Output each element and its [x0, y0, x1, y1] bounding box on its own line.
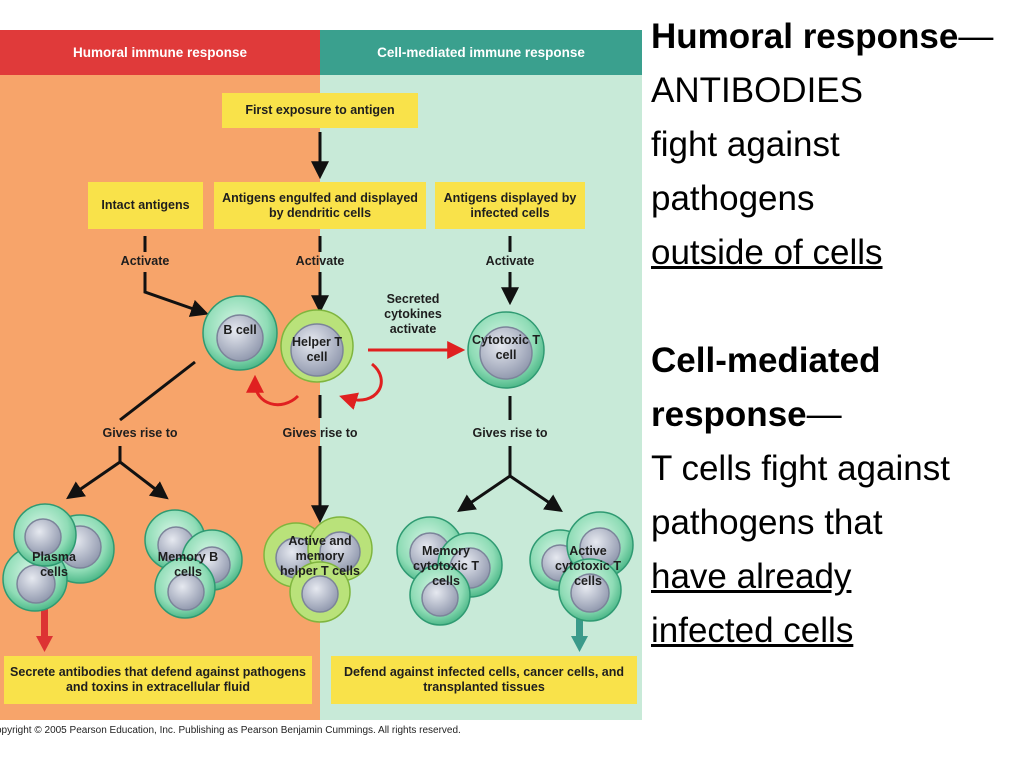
arrow-intact-to-bcell: [143, 272, 209, 317]
cyto-down-arrow-shaft: [576, 608, 583, 636]
box-intact-antigens: Intact antigens: [88, 182, 203, 229]
humoral-line-3: pathogens: [651, 179, 815, 218]
humoral-line-1: ANTIBODIES: [651, 71, 863, 110]
humoral-line-4: outside of cells: [651, 233, 883, 272]
label-gives-rise-1: Gives rise to: [102, 426, 178, 440]
cyto-down-arrow-head: [571, 636, 588, 652]
box-defend-infected: Defend against infected cells, cancer ce…: [331, 656, 637, 704]
label-gives-rise-3: Gives rise to: [472, 426, 548, 440]
arrow-curl-left: [246, 374, 300, 407]
b-cell: [202, 295, 278, 371]
diagram-graphics: [2, 132, 634, 652]
cell-dash: —: [806, 395, 842, 434]
memory-cytotoxic-t-cells: [396, 516, 503, 626]
bottom-arrows: [36, 608, 588, 652]
arrow-to-active-cyto: [509, 474, 563, 513]
cytokine-arrows: [246, 341, 466, 410]
label-activate-1: Activate: [120, 254, 170, 268]
label-secreted-cytokines: Secreted cytokines activate: [384, 292, 442, 336]
label-activate-3: Activate: [485, 254, 535, 268]
active-cytotoxic-t-cells: [529, 511, 634, 622]
label-cytotoxic-t-cell: Cytotoxic T cell: [471, 333, 541, 362]
label-gives-rise-2: Gives rise to: [282, 426, 358, 440]
box-first-exposure: First exposure to antigen: [222, 93, 418, 128]
helper-t-cell: [280, 309, 354, 383]
box-displayed: Antigens displayed by infected cells: [435, 182, 585, 229]
humoral-header: Humoral immune response: [0, 30, 320, 75]
cell-line-2: pathogens that: [651, 503, 883, 542]
cytotoxic-t-cell: [467, 311, 545, 389]
label-helper-t-cell: Helper T cell: [291, 335, 342, 364]
cell-line-1: T cells fight against: [651, 449, 950, 488]
label-activate-2: Activate: [295, 254, 345, 268]
copyright-line: opyright © 2005 Pearson Education, Inc. …: [0, 725, 461, 736]
cell-title-1: Cell-mediated: [651, 341, 881, 380]
active-memory-helper-t-cells: [263, 516, 373, 623]
plasma-down-arrow-shaft: [41, 608, 48, 636]
arrow-to-plasma: [66, 460, 121, 500]
memory-b-cells: [144, 509, 243, 619]
humoral-dash: —: [958, 17, 994, 56]
label-memory-b-cells: Memory B cells: [157, 550, 219, 579]
humoral-line-2: fight against: [651, 125, 840, 164]
plasma-cells: [2, 503, 115, 612]
arrow-to-memory-cyto: [457, 474, 511, 513]
label-active-memory-helper: Active and memory helper T cells: [280, 534, 360, 578]
cell-line-4: infected cells: [651, 611, 854, 650]
label-active-cytotoxic: Active cytotoxic T cells: [555, 544, 621, 588]
label-plasma-cells: Plasma cells: [32, 550, 76, 579]
label-memory-cytotoxic: Memory cytotoxic T cells: [413, 544, 479, 588]
arrow-to-memory-b: [119, 460, 169, 500]
cell-mediated-header: Cell-mediated immune response: [320, 30, 642, 75]
cell-title-2: response: [651, 395, 807, 434]
side-text: Humoral response— ANTIBODIES fight again…: [651, 10, 1021, 658]
humoral-title-line: Humoral response—: [651, 10, 1021, 64]
flow-arrows: [66, 132, 563, 524]
box-engulfed: Antigens engulfed and displayed by dendr…: [214, 182, 426, 229]
cell-line-3: have already: [651, 557, 852, 596]
cell-title-line-2: response—: [651, 388, 1021, 442]
arrow-curl-right: [339, 362, 383, 410]
box-secrete-antibodies: Secrete antibodies that defend against p…: [4, 656, 312, 704]
arrow-bcell-diagonal: [119, 360, 196, 422]
humoral-title: Humoral response: [651, 17, 959, 56]
spacer: [651, 280, 1021, 334]
label-b-cell: B cell: [223, 323, 257, 337]
plasma-down-arrow-head: [36, 636, 53, 652]
